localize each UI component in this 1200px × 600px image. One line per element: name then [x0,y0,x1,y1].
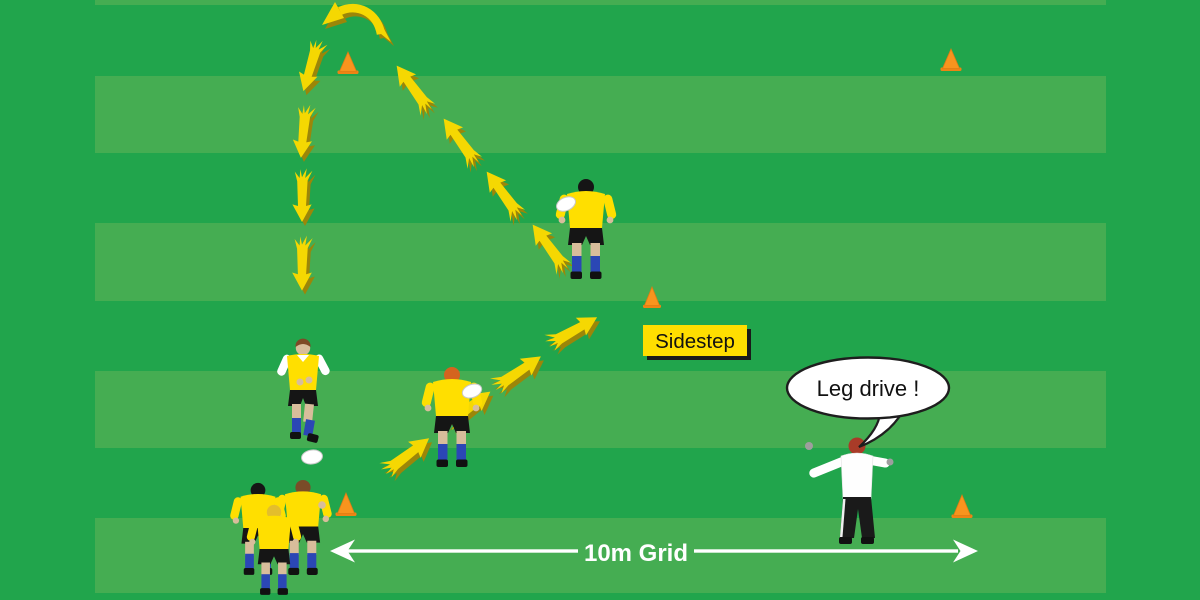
field-stripe [95,0,1106,5]
coach-figure [805,437,894,544]
rugby-ball-icon [461,383,483,399]
turn-arrow-icon [322,2,394,46]
player-passer [277,338,330,443]
field-stripe [95,76,1106,153]
cone-icon [337,50,359,74]
cone-icon [335,491,357,516]
grid-label-text: 10m Grid [584,540,688,567]
field-stripe [95,371,1106,448]
rugby-ball-icon [556,196,576,212]
speech-bubble: Leg drive ! [785,356,951,449]
grid-arrow-icon [330,539,978,563]
speech-bubble-text: Leg drive ! [817,376,920,401]
cone-icon [940,47,962,71]
sidestep-label: Sidestep [643,325,751,360]
rugby-ball-icon [301,449,323,465]
player-raised-hand [318,501,326,509]
cone-icon [643,285,661,308]
cone-icon [951,493,973,518]
sidestep-label-text: Sidestep [655,330,735,353]
